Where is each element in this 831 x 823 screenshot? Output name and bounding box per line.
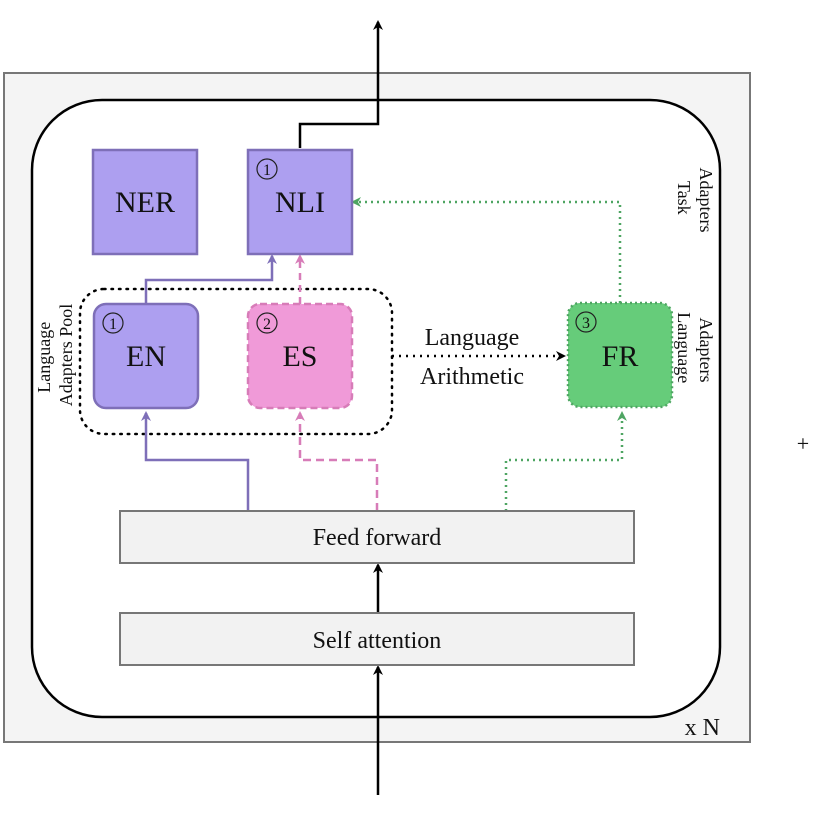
en-to-nli-arrow [144,254,277,304]
ner-label: NER [115,186,175,219]
fr-language-adapter: 3 FR [566,301,674,409]
output-arrow [298,20,383,148]
language-adapters-label-line1: Language [674,312,694,383]
feed-forward-label: Feed forward [313,525,442,551]
es-badge: 2 [263,316,271,333]
en-badge: 1 [109,316,117,333]
nli-badge: 1 [263,162,271,179]
nli-task-adapter: 1 NLI [246,148,354,256]
plus-sign: + [797,431,809,456]
arithmetic-label-line1: Language [425,325,520,351]
language-adapters-label-line2: Adapters [696,318,716,383]
ner-task-adapter: NER [91,148,199,256]
task-adapters-label-line1: Task [674,181,694,215]
fr-label: FR [602,340,639,373]
arithmetic-label-line2: Arithmetic [420,364,524,390]
self-attention-label: Self attention [313,628,442,654]
es-language-adapter: 2 ES [246,302,354,410]
nli-label: NLI [275,186,325,219]
fr-badge-circle [575,311,597,333]
pool-label-line2: Adapters Pool [56,304,76,407]
en-language-adapter: 1 EN [92,302,200,410]
nli-badge-circle [256,158,278,180]
es-label: ES [282,340,317,373]
self-attention-layer: Self attention [119,612,635,666]
en-badge-circle [102,312,124,334]
language-adapters-label: Language Adapters [674,312,716,387]
feed-forward-layer: Feed forward [119,510,635,564]
task-adapters-label: Task Adapters [674,168,716,233]
pool-label-line1: Language [34,322,54,393]
repeat-n-label: x N [685,715,720,741]
en-label: EN [126,340,166,373]
task-adapters-label-line2: Adapters [696,168,716,233]
ffn-to-fr-arrow [504,411,627,511]
fr-badge: 3 [582,315,590,332]
ffn-to-en-arrow [141,411,250,511]
language-adapters-pool-label: Language Adapters Pool [34,304,76,407]
es-badge-circle [256,312,278,334]
